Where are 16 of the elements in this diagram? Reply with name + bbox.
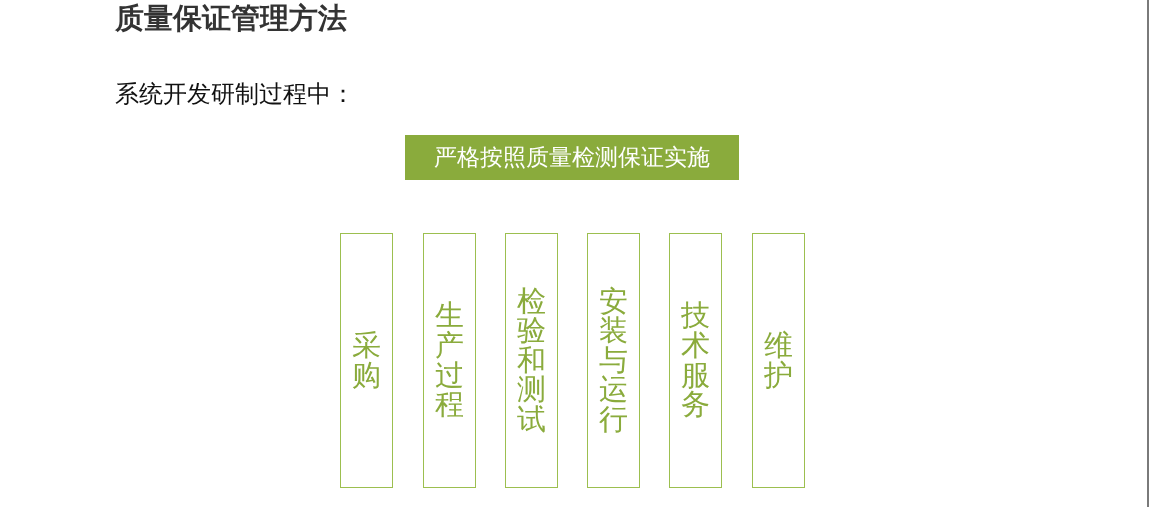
step-label: 维护 [763,330,794,391]
step-box [340,233,393,488]
step-box [669,233,722,488]
subtitle-text: 系统开发研制过程中： [115,79,355,110]
step-box [752,233,805,488]
step-box [587,233,640,488]
step-label: 检验和测试 [516,286,547,435]
step-label: 采购 [351,330,382,391]
step-label: 生产过程 [434,301,465,420]
step-label: 技术服务 [680,301,711,420]
step-label: 安装与运行 [598,286,629,435]
banner-text: 严格按照质量检测保证实施 [434,144,710,171]
step-box [423,233,476,488]
title: 质量保证管理方法 [115,0,347,36]
banner-box [405,135,739,180]
step-box [505,233,558,488]
